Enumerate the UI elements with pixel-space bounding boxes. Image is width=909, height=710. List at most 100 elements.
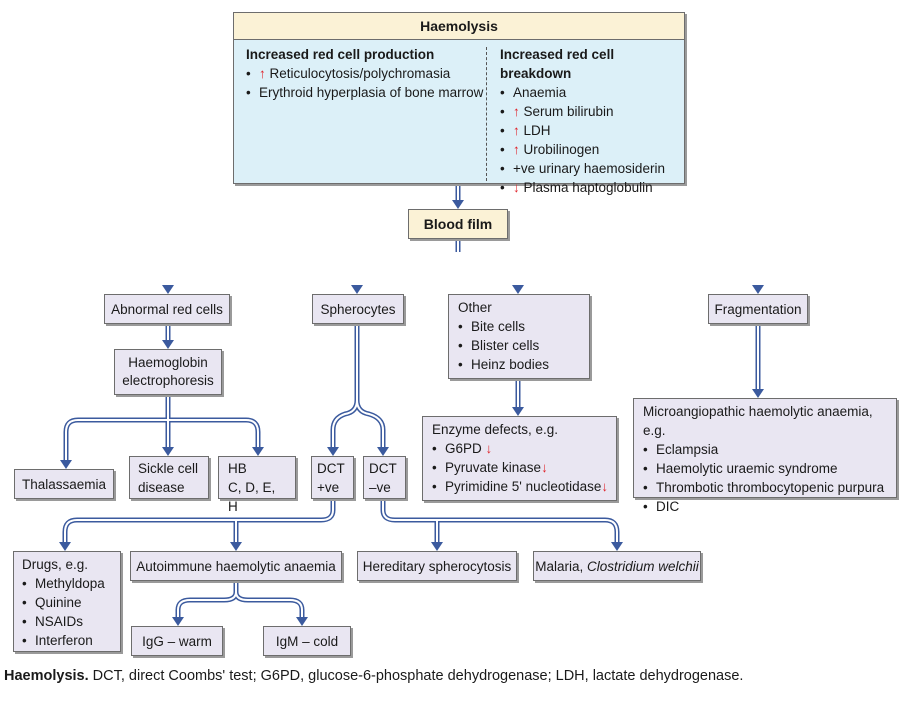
haemolysis-title: Haemolysis xyxy=(234,13,684,40)
list-item: ↑ Serum bilirubin xyxy=(500,102,684,121)
enzyme-defects-box: Enzyme defects, e.g. G6PD ↓Pyruvate kina… xyxy=(422,416,617,501)
other-title: Other xyxy=(458,300,492,315)
breakdown-column: Increased red cell breakdown Anaemia ↑ Se… xyxy=(500,45,684,197)
item-text: G6PD xyxy=(445,441,486,456)
microangiopathic-box: Microangiopathic haemolytic anaemia, e.g… xyxy=(633,398,897,516)
item-text: Pyrimidine 5' nucleotidase xyxy=(445,479,602,494)
haemoglobin-electrophoresis-box: Haemoglobin electrophoresis xyxy=(114,349,222,395)
micro-title: Microangiopathic haemolytic anaemia, e.g… xyxy=(643,404,873,438)
micro-list: EclampsiaHaemolytic uraemic syndromeThro… xyxy=(643,440,887,516)
list-item: Interferon xyxy=(22,631,112,650)
arrow-indicator: ↓ xyxy=(513,180,520,195)
malaria-italic: Clostridium welchii xyxy=(586,558,699,574)
item-text: Reticulocytosis/polychromasia xyxy=(265,66,451,81)
item-text: Erythroid hyperplasia of bone marrow xyxy=(259,85,484,100)
malaria-text: Malaria, xyxy=(535,558,587,574)
list-item: Eclampsia xyxy=(643,440,887,459)
list-item: ↑ Urobilinogen xyxy=(500,140,684,159)
list-item: ↓ Plasma haptoglobulin xyxy=(500,178,684,197)
arrow-other-enzyme xyxy=(512,379,524,416)
arrow-indicator: ↑ xyxy=(513,104,520,119)
spherocytes-box: Spherocytes xyxy=(312,294,404,324)
column-divider xyxy=(486,47,487,181)
drugs-title: Drugs, e.g. xyxy=(22,557,89,572)
list-item: ↑ LDH xyxy=(500,121,684,140)
figure-caption: Haemolysis. DCT, direct Coombs' test; G6… xyxy=(4,667,894,686)
production-list: ↑ Reticulocytosis/polychromasiaErythroid… xyxy=(246,64,483,102)
list-item: Anaemia xyxy=(500,83,684,102)
haemolysis-box: Haemolysis Increased red cell production… xyxy=(233,12,685,197)
list-item: Thrombotic thrombocytopenic purpura xyxy=(643,478,887,497)
item-text: Serum bilirubin xyxy=(519,104,614,119)
enzyme-list: G6PD ↓Pyruvate kinase↓Pyrimidine 5' nucl… xyxy=(432,439,609,496)
arrow-dctpos-branches xyxy=(59,499,336,551)
list-item: Quinine xyxy=(22,593,112,612)
arrow-fragmentation-micro xyxy=(752,324,764,398)
other-list: Bite cellsBlister cellsHeinz bodies xyxy=(458,317,580,374)
connector-arrows xyxy=(59,184,764,626)
other-box: Other Bite cellsBlister cellsHeinz bodie… xyxy=(448,294,590,379)
production-column: Increased red cell production ↑ Reticulo… xyxy=(246,45,483,102)
dct-positive-line1: DCT xyxy=(317,461,345,476)
arrow-bloodfilm-branches xyxy=(162,239,764,294)
breakdown-list: Anaemia↑ Serum bilirubin↑ LDH↑ Urobilino… xyxy=(500,83,684,197)
enzyme-title: Enzyme defects, e.g. xyxy=(432,422,559,437)
hb-types-line1: HB xyxy=(228,461,247,476)
arrow-indicator: ↓ xyxy=(485,441,493,456)
hb-types-line2: C, D, E, H xyxy=(228,480,276,514)
production-heading: Increased red cell production xyxy=(246,47,435,62)
list-item: Pyruvate kinase↓ xyxy=(432,458,607,477)
caption-text: DCT, direct Coombs' test; G6PD, glucose-… xyxy=(88,668,744,684)
arrow-indicator: ↑ xyxy=(513,142,520,157)
arrow-indicator: ↓ xyxy=(601,479,609,494)
list-item: Methyldopa xyxy=(22,574,112,593)
arrow-indicator: ↑ xyxy=(513,123,520,138)
arrow-dctneg-branches xyxy=(380,499,623,551)
abnormal-red-cells-box: Abnormal red cells xyxy=(104,294,230,324)
dct-positive-box: DCT +ve xyxy=(311,456,354,499)
arrow-indicator: ↑ xyxy=(259,66,266,81)
hereditary-spherocytosis-box: Hereditary spherocytosis xyxy=(357,551,517,581)
arrow-indicator: ↓ xyxy=(541,460,548,475)
dct-positive-line2: +ve xyxy=(317,480,340,495)
autoimmune-box: Autoimmune haemolytic anaemia xyxy=(130,551,342,581)
blood-film-box: Blood film xyxy=(408,209,508,239)
arrow-spherocytes-dct xyxy=(327,324,389,456)
item-text: Anaemia xyxy=(513,85,567,100)
list-item: Heinz bodies xyxy=(458,355,580,374)
drugs-list: MethyldopaQuinineNSAIDsInterferon xyxy=(22,574,112,650)
arrow-haemolysis-bloodfilm xyxy=(452,184,464,209)
sickle-cell-box: Sickle cell disease xyxy=(129,456,209,499)
list-item: ↑ Reticulocytosis/polychromasia xyxy=(246,64,483,83)
arrow-autoimmune-branches xyxy=(172,581,308,626)
arrow-abnormal-electrophoresis xyxy=(162,324,174,349)
sickle-cell-label: Sickle cell disease xyxy=(138,461,199,495)
list-item: NSAIDs xyxy=(22,612,112,631)
list-item: G6PD ↓ xyxy=(432,439,607,458)
igg-warm-box: IgG – warm xyxy=(131,626,223,656)
thalassaemia-box: Thalassaemia xyxy=(14,469,114,499)
dct-negative-box: DCT –ve xyxy=(363,456,406,499)
list-item: Blister cells xyxy=(458,336,580,355)
drugs-box: Drugs, e.g. MethyldopaQuinineNSAIDsInter… xyxy=(13,551,121,652)
list-item: +ve urinary haemosiderin xyxy=(500,159,684,178)
item-text: Plasma haptoglobulin xyxy=(519,180,653,195)
list-item: Erythroid hyperplasia of bone marrow xyxy=(246,83,483,102)
dct-negative-line2: –ve xyxy=(369,480,391,495)
item-text: Urobilinogen xyxy=(519,142,600,157)
list-item: Pyrimidine 5' nucleotidase↓ xyxy=(432,477,609,496)
fragmentation-box: Fragmentation xyxy=(708,294,808,324)
item-text: +ve urinary haemosiderin xyxy=(513,161,665,176)
dct-negative-line1: DCT xyxy=(369,461,397,476)
list-item: DIC xyxy=(643,497,887,516)
malaria-box: Malaria, Clostridium welchii xyxy=(533,551,701,581)
caption-bold: Haemolysis. xyxy=(4,668,89,684)
igm-cold-box: IgM – cold xyxy=(263,626,351,656)
item-text: Pyruvate kinase xyxy=(445,460,542,475)
hb-types-box: HB C, D, E, H xyxy=(218,456,296,514)
arrow-electrophoresis-branches xyxy=(60,395,264,469)
list-item: Haemolytic uraemic syndrome xyxy=(643,459,887,478)
item-text: LDH xyxy=(519,123,551,138)
breakdown-heading: Increased red cell breakdown xyxy=(500,47,615,81)
list-item: Bite cells xyxy=(458,317,580,336)
